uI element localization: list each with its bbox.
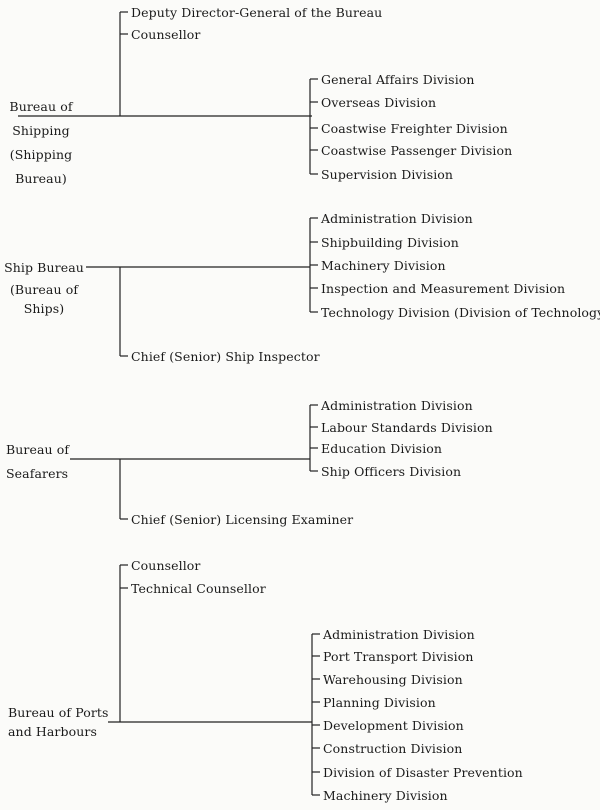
- division-item: Administration Division: [321, 211, 473, 226]
- bureau-shipping-name: Bureau of Shipping (Shipping Bureau): [6, 95, 76, 191]
- upper-item: Deputy Director-General of the Bureau: [131, 5, 383, 20]
- division-item: Port Transport Division: [323, 649, 474, 664]
- division-item: Education Division: [321, 441, 443, 456]
- bureau-name-line: Bureau of Ports: [8, 705, 109, 720]
- division-item: Construction Division: [323, 741, 463, 756]
- division-item: Coastwise Passenger Division: [321, 143, 513, 158]
- division-item: General Affairs Division: [321, 72, 475, 87]
- division-item: Development Division: [323, 718, 464, 733]
- division-item: Supervision Division: [321, 167, 454, 182]
- lower-item: Chief (Senior) Licensing Examiner: [131, 512, 354, 527]
- bureau-seafarers-name: Bureau of Seafarers: [6, 438, 70, 486]
- bureau-name-line: Bureau of: [6, 442, 70, 457]
- bureau-name-line: Seafarers: [6, 466, 69, 481]
- division-item: Overseas Division: [321, 95, 437, 110]
- division-item: Planning Division: [323, 695, 436, 710]
- upper-item: Counsellor: [131, 27, 201, 42]
- division-item: Shipbuilding Division: [321, 235, 459, 250]
- division-item: Division of Disaster Prevention: [323, 765, 523, 780]
- division-item: Technology Division (Division of Technol…: [321, 305, 600, 320]
- bureau-name-line: Bureau): [15, 171, 67, 186]
- division-item: Inspection and Measurement Division: [321, 281, 566, 296]
- bureau-name-line: Shipping: [12, 123, 70, 138]
- upper-item: Counsellor: [131, 558, 201, 573]
- upper-item: Technical Counsellor: [131, 581, 266, 596]
- bureau-name-line: and Harbours: [8, 724, 97, 739]
- bureau-name-line: Bureau of: [9, 99, 73, 114]
- division-item: Labour Standards Division: [321, 420, 493, 435]
- bureau-name-line: Ship Bureau: [4, 260, 84, 275]
- division-item: Administration Division: [323, 627, 475, 642]
- division-item: Machinery Division: [323, 788, 448, 803]
- bureau-name-line: Ships): [23, 301, 65, 316]
- division-item: Warehousing Division: [323, 672, 463, 687]
- lower-item: Chief (Senior) Ship Inspector: [131, 349, 320, 364]
- bureau-ship-name: Ship Bureau (Bureau of Ships): [4, 256, 84, 318]
- division-item: Administration Division: [321, 398, 473, 413]
- bureau-ports-name: Bureau of Ports and Harbours: [8, 703, 108, 741]
- division-item: Coastwise Freighter Division: [321, 121, 508, 136]
- division-item: Machinery Division: [321, 258, 446, 273]
- bureau-name-line: (Bureau of: [9, 282, 79, 297]
- division-item: Ship Officers Division: [321, 464, 462, 479]
- bureau-name-line: (Shipping: [9, 147, 73, 162]
